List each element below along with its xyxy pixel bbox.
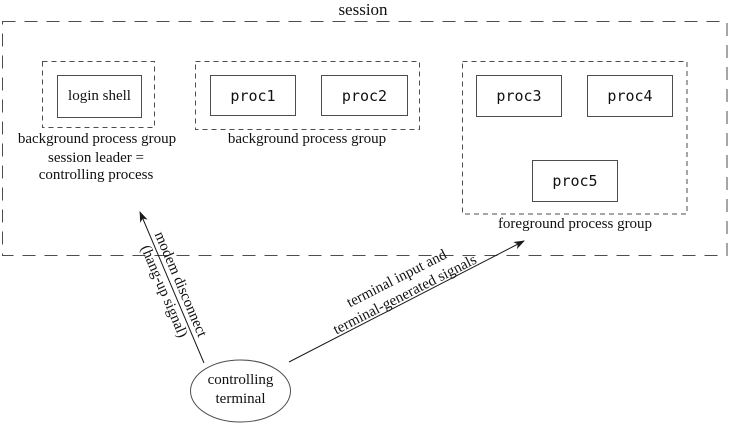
controlling-terminal-line1: controlling — [207, 372, 274, 388]
left-background-group-box — [42, 61, 155, 128]
controlling-terminal-line2: terminal — [215, 391, 266, 407]
login-shell-label: login shell — [68, 88, 131, 104]
session-leader-label: session leader = controlling process — [6, 150, 186, 184]
proc4-label: proc4 — [607, 87, 653, 105]
login-shell-box: login shell — [57, 75, 142, 118]
proc3-box: proc3 — [476, 75, 562, 117]
middle-background-group-box — [195, 61, 420, 130]
session-leader-line2: controlling process — [38, 167, 154, 183]
foreground-group-label: foreground process group — [497, 216, 653, 232]
middle-group-label: background process group — [227, 131, 387, 147]
proc1-box: proc1 — [210, 75, 296, 116]
proc2-label: proc2 — [341, 86, 388, 105]
session-leader-line1: session leader = — [48, 150, 144, 166]
terminal-input-arrow — [288, 240, 525, 363]
proc4-box: proc4 — [587, 75, 673, 117]
session-title: session — [338, 0, 388, 19]
proc1-label: proc1 — [230, 86, 276, 105]
left-group-label: background process group — [17, 131, 177, 147]
proc2-box: proc2 — [321, 75, 408, 116]
controlling-terminal-label: controlling terminal — [190, 371, 291, 409]
controlling-terminal-ellipse — [190, 359, 291, 423]
proc5-box: proc5 — [532, 160, 618, 202]
modem-disconnect-arrow — [139, 211, 205, 364]
proc5-label: proc5 — [552, 172, 598, 190]
proc3-label: proc3 — [496, 87, 542, 105]
session-box — [2, 21, 728, 256]
foreground-group-box — [462, 61, 688, 215]
